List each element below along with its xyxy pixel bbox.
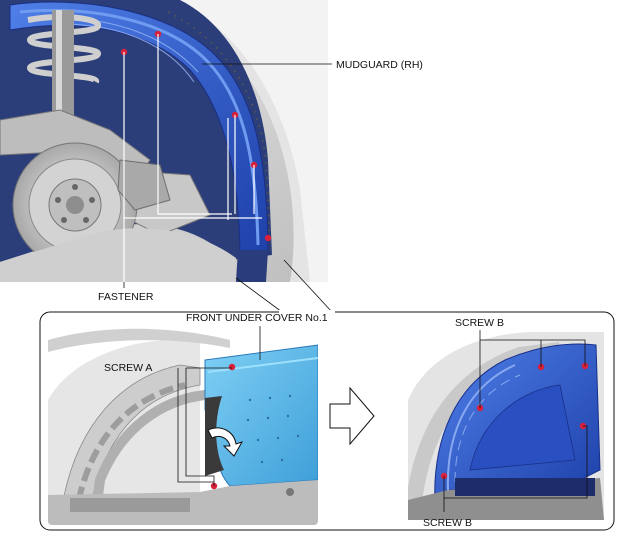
brake-disc xyxy=(12,142,138,268)
right-arrow-icon xyxy=(329,386,375,446)
screw-b-top-label: SCREW B xyxy=(455,317,504,329)
right-callouts xyxy=(443,330,588,512)
screw-a-label: SCREW A xyxy=(104,362,152,374)
detail-pointer xyxy=(235,259,333,313)
top-illustration xyxy=(0,0,328,282)
fastener-label: FASTENER xyxy=(98,291,154,303)
fastener-callouts xyxy=(123,34,262,282)
screw-b-bottom-label: SCREW B xyxy=(423,517,472,529)
left-callouts xyxy=(177,326,261,486)
front-under-cover-label: FRONT UNDER COVER No.1 xyxy=(186,312,328,324)
detail-left-illustration xyxy=(48,320,318,525)
mudguard-label: MUDGUARD (RH) xyxy=(336,59,423,71)
curved-arrow-icon xyxy=(207,427,244,457)
detail-right-illustration xyxy=(408,328,604,520)
